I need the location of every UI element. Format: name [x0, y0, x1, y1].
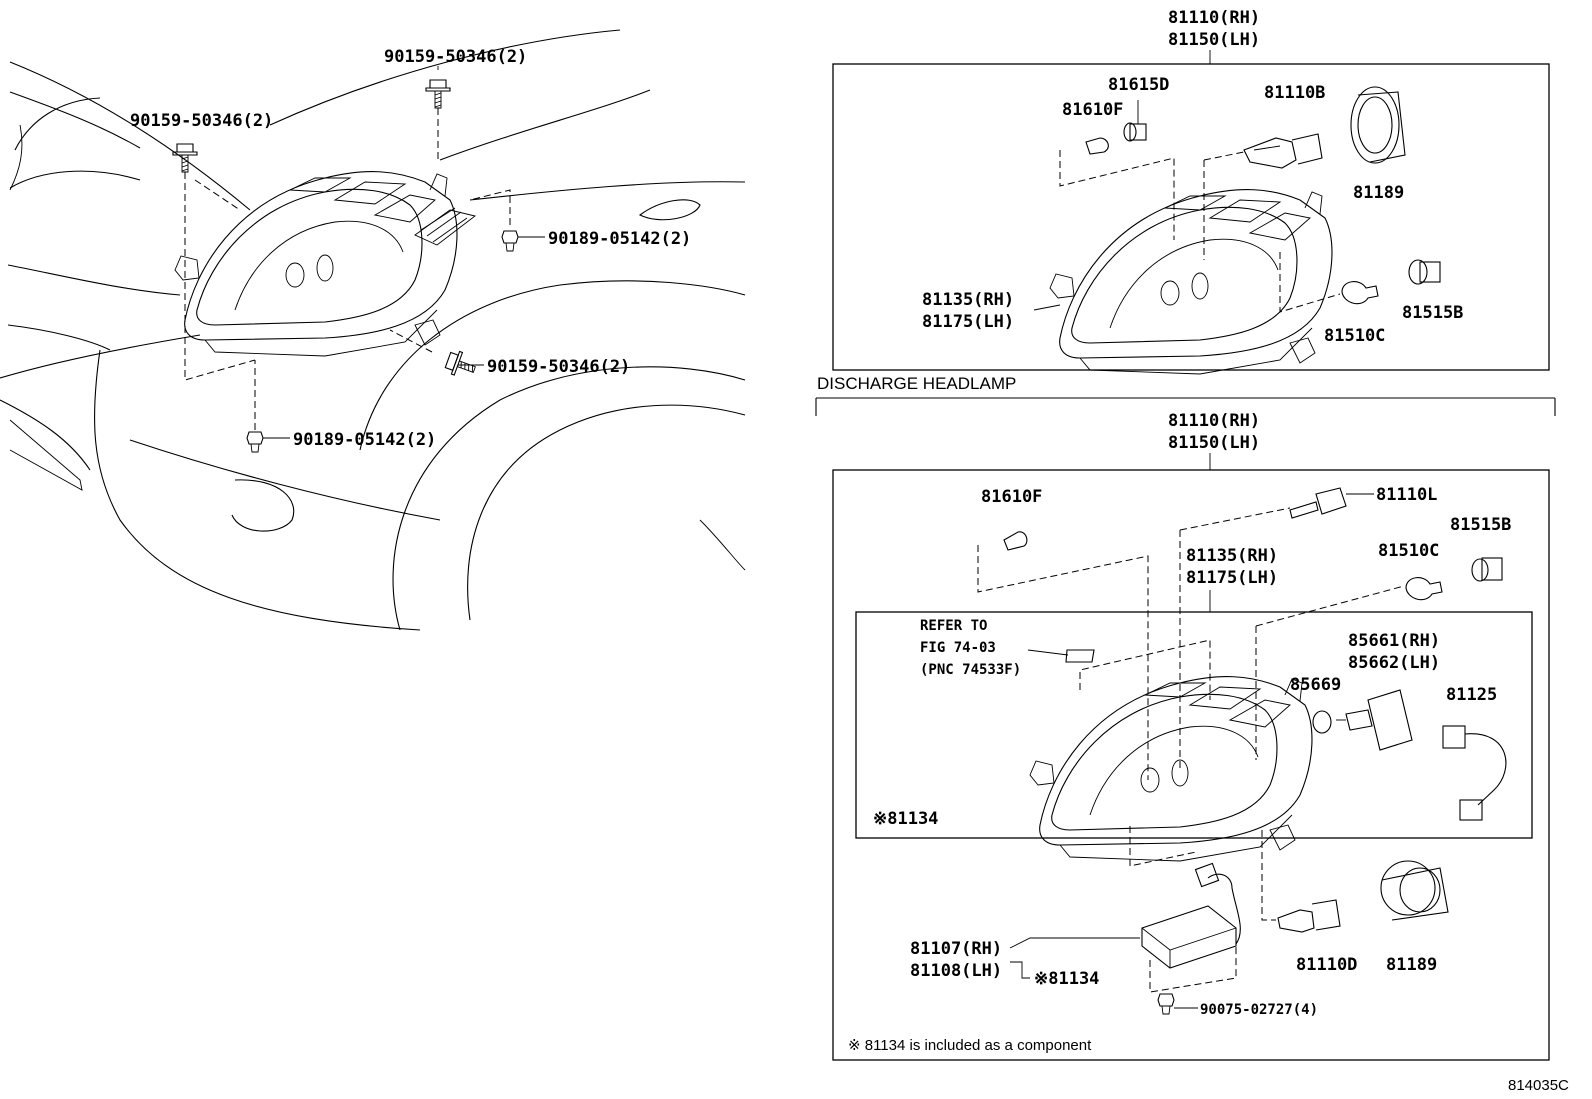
part-81125 [1442, 725, 1507, 821]
label-discharge-81125: 81125 [1446, 685, 1497, 705]
halogen-leader-lines [1033, 150, 1341, 313]
part-81615d [1123, 100, 1147, 142]
halogen-box [832, 63, 1550, 371]
bolt-top [425, 79, 451, 109]
figure-code: 814035C [1508, 1077, 1569, 1094]
part-81510c-halogen [1341, 281, 1379, 305]
part-81110l [1289, 487, 1374, 519]
label-refer-line1: REFER TO [920, 618, 987, 634]
part-81610f [1085, 137, 1109, 155]
bolt-left [172, 143, 198, 173]
label-halogen-assy-rh: 81110(RH) [1168, 8, 1260, 28]
car-front-illustration [0, 29, 746, 631]
clip-bottom [246, 431, 264, 453]
part-81189-discharge [1380, 860, 1449, 921]
part-81110b [1243, 133, 1323, 169]
part-81189-halogen [1350, 86, 1406, 164]
label-discharge-mark-inner: ※81134 [873, 809, 938, 829]
discharge-bracket [815, 397, 1556, 416]
left-leader-lines [184, 66, 545, 439]
discharge-footnote: ※ 81134 is included as a component [848, 1037, 1092, 1054]
label-refer-line3: (PNC 74533F) [920, 662, 1021, 678]
label-halogen-assy-lh: 81150(LH) [1168, 30, 1260, 50]
discharge-section-title: DISCHARGE HEADLAMP [817, 374, 1016, 393]
label-discharge-mark-ballast: ※81134 [1034, 969, 1099, 989]
part-screw [1157, 993, 1175, 1015]
label-discharge-81110l: 81110L [1376, 485, 1437, 505]
label-discharge-ballast-rh: 81107(RH) [910, 939, 1002, 959]
discharge-box [832, 469, 1550, 1061]
label-discharge-motor-lh: 85662(LH) [1348, 653, 1440, 673]
label-halogen-81615d: 81615D [1108, 75, 1169, 95]
label-clip-right: 90189-05142(2) [548, 229, 691, 249]
label-halogen-unit-rh: 81135(RH) [922, 290, 1014, 310]
part-81110d [1277, 899, 1341, 933]
label-discharge-81110d: 81110D [1296, 955, 1357, 975]
part-81510c-discharge [1405, 577, 1443, 601]
label-discharge-assy-rh: 81110(RH) [1168, 411, 1260, 431]
discharge-leader-lines [977, 493, 1405, 1009]
label-discharge-unit-lh: 81175(LH) [1186, 568, 1278, 588]
label-discharge-ballast-lh: 81108(LH) [910, 961, 1002, 981]
label-halogen-81110b: 81110B [1264, 83, 1325, 103]
left-headlamp [174, 171, 477, 357]
discharge-inner-box [855, 611, 1533, 839]
clip-right [501, 230, 519, 252]
part-74533f [1065, 649, 1095, 663]
label-halogen-unit-lh: 81175(LH) [922, 312, 1014, 332]
label-bolt-top: 90159-50346(2) [384, 47, 527, 67]
label-halogen-81610f: 81610F [1062, 100, 1123, 120]
part-85661 [1336, 689, 1413, 751]
label-halogen-81189: 81189 [1353, 183, 1404, 203]
label-discharge-81515b: 81515B [1450, 515, 1511, 535]
label-discharge-motor-rh: 85661(RH) [1348, 631, 1440, 651]
label-bolt-lower: 90159-50346(2) [487, 357, 630, 377]
label-discharge-unit-rh: 81135(RH) [1186, 546, 1278, 566]
label-discharge-85669: 85669 [1290, 675, 1341, 695]
label-bolt-left: 90159-50346(2) [130, 111, 273, 131]
label-discharge-screw: 90075-02727(4) [1200, 1002, 1318, 1018]
label-discharge-81510c: 81510C [1378, 541, 1439, 561]
label-halogen-81515b: 81515B [1402, 303, 1463, 323]
discharge-headlamp [1029, 676, 1313, 862]
part-81515b-discharge [1471, 557, 1503, 582]
part-ballast [1141, 862, 1241, 969]
part-81515b-halogen [1408, 259, 1441, 285]
label-clip-bottom: 90189-05142(2) [293, 430, 436, 450]
halogen-headlamp [1049, 189, 1333, 375]
label-discharge-assy-lh: 81150(LH) [1168, 433, 1260, 453]
label-discharge-81610f: 81610F [981, 487, 1042, 507]
label-refer-line2: FIG 74-03 [920, 640, 996, 656]
part-85669 [1312, 710, 1332, 734]
label-halogen-81510c: 81510C [1324, 326, 1385, 346]
label-discharge-81189: 81189 [1386, 955, 1437, 975]
part-81610f-discharge [1003, 531, 1028, 551]
